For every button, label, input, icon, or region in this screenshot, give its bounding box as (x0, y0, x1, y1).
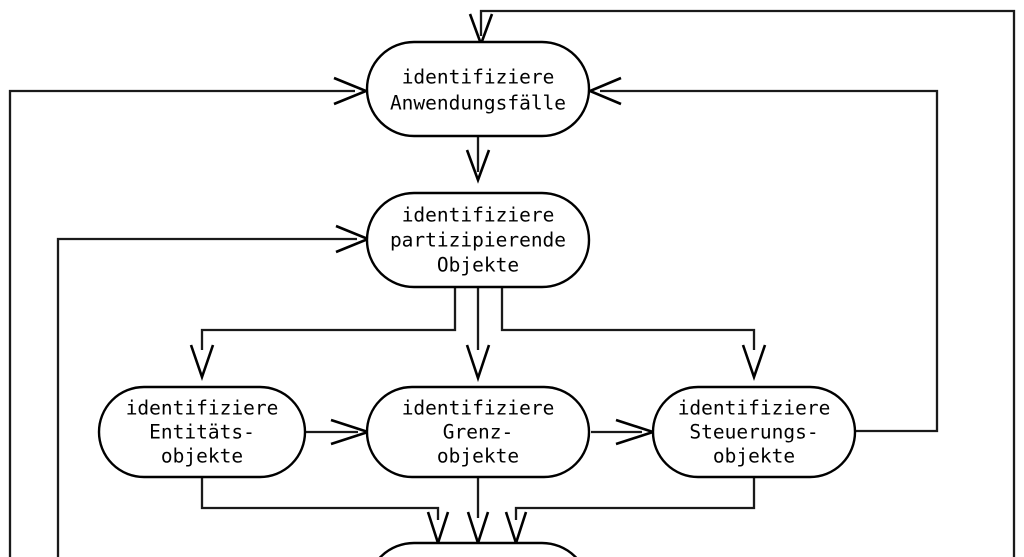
edge-n5-to-n6 (504, 478, 756, 548)
edge-n2-to-n4 (465, 287, 491, 383)
edge-n2-to-n5-path (500, 287, 756, 350)
node-1-label-line-2: Anwendungsfälle (390, 92, 566, 115)
node-2-shape[interactable] (365, 191, 591, 289)
edge-feedback-right-top-path (479, 9, 1016, 557)
edge-n2-to-n5 (500, 287, 767, 381)
edge-feedback-n5-to-n1 (586, 76, 939, 433)
node-2-label-line-3: Objekte (437, 254, 519, 277)
arrow-head-into-n3-top (189, 344, 215, 381)
node-1-shape[interactable] (365, 40, 591, 138)
edge-feedback-left-inner-path (56, 237, 357, 557)
node-3-label-line-2: Entitäts- (149, 421, 255, 444)
node-3-label-line-1: identifiziere (126, 397, 279, 420)
node-6-shape[interactable] (367, 541, 589, 557)
node-5-label-line-2: Steuerungs- (689, 421, 818, 444)
node-4-label-line-2: Grenz- (443, 421, 513, 444)
edge-n5-to-n6-path (514, 478, 756, 520)
edge-layer (8, 9, 1016, 557)
node-2-label-line-1: identifiziere (402, 204, 555, 227)
node-identifiziere-entitaetsobjekte[interactable]: identifiziere Entitäts- objekte (97, 385, 307, 479)
node-bottom-clipped[interactable] (367, 541, 589, 557)
node-identifiziere-anwendungsfaelle[interactable]: identifiziere Anwendungsfälle (365, 40, 591, 138)
edge-feedback-left-outer-path (8, 89, 355, 557)
node-5-label-line-1: identifiziere (678, 397, 831, 420)
node-layer: identifiziere Anwendungsfälle identifizi… (97, 40, 857, 557)
edge-n3-to-n6-path (200, 478, 440, 520)
arrow-head-into-n5-top (741, 344, 767, 381)
node-3-label-line-3: objekte (161, 445, 243, 468)
node-identifiziere-steuerungsobjekte[interactable]: identifiziere Steuerungs- objekte (651, 385, 857, 479)
edge-n3-to-n6 (200, 478, 450, 548)
node-4-shape[interactable] (365, 385, 591, 479)
edge-n2-to-n3-path (200, 287, 457, 350)
node-2-label-line-2: partizipierende (390, 229, 566, 252)
node-4-label-line-3: objekte (437, 445, 519, 468)
edge-feedback-left-outer (8, 76, 370, 557)
node-4-label-line-1: identifiziere (402, 397, 555, 420)
arrow-head-into-n2-top (465, 149, 491, 184)
node-identifiziere-grenzobjekte[interactable]: identifiziere Grenz- objekte (365, 385, 591, 479)
arrow-head-into-n4-top (465, 344, 491, 383)
edge-n4-to-n6 (466, 478, 490, 548)
edge-n2-to-n3 (189, 287, 457, 381)
node-3-shape[interactable] (97, 385, 307, 479)
edge-feedback-n5-to-n1-path (600, 89, 939, 433)
node-1-label-line-1: identifiziere (402, 66, 555, 89)
edge-n4-to-n5 (591, 418, 658, 446)
edge-n1-to-n2 (465, 136, 491, 184)
node-identifiziere-partizipierende-objekte[interactable]: identifiziere partizipierende Objekte (365, 191, 591, 289)
edge-n3-to-n4 (306, 418, 373, 446)
node-5-label-line-3: objekte (713, 445, 795, 468)
node-5-shape[interactable] (651, 385, 857, 479)
